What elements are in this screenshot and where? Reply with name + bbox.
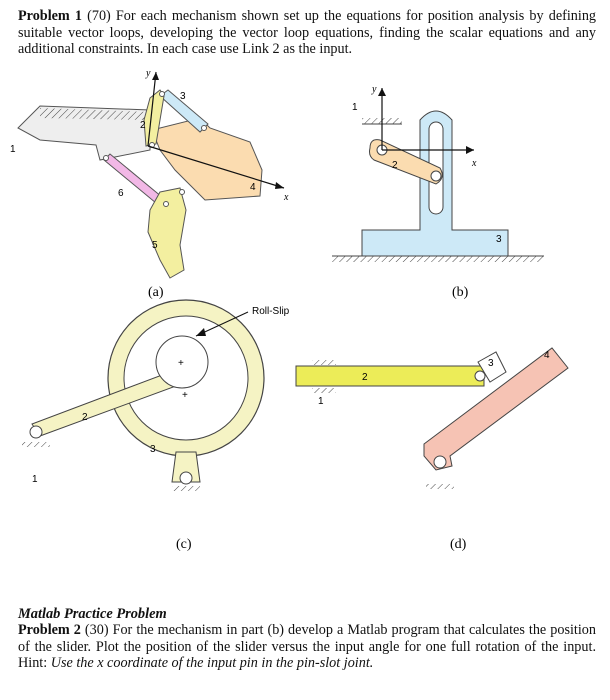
caption-c: (c) [176, 537, 192, 552]
ground-link-a [17, 105, 151, 161]
problem-2-label: Problem 2 [18, 622, 81, 638]
problem-1-label: Problem 1 [18, 8, 82, 24]
problem-1-points: (70) [87, 8, 111, 24]
link-2-label-b: 2 [392, 160, 398, 171]
link-4-label-d: 4 [544, 350, 550, 361]
roll-slip-note: Roll-Slip [252, 306, 290, 317]
matlab-heading: Matlab Practice Problem [18, 606, 167, 622]
link-5-label-a: 5 [152, 240, 158, 251]
pivot-mark-2: + [182, 390, 188, 401]
link-2-label-d: 2 [362, 372, 368, 383]
link-3-label-d: 3 [488, 358, 494, 369]
link-1-label-b: 1 [352, 102, 358, 113]
figure-c: Roll-Slip + + 1 2 3 (c) [22, 299, 290, 552]
axis-x-a [147, 145, 285, 189]
axis-y-label-b: y [371, 84, 377, 95]
caption-b: (b) [452, 285, 469, 300]
figure-b: y x 1 2 3 (b) [332, 84, 544, 300]
problem-2-statement: Problem 2 (30) For the mechanism in part… [18, 622, 596, 672]
problem-1-text: For each mechanism shown set up the equa… [18, 8, 597, 58]
link-4-label-a: 4 [250, 182, 256, 193]
pivot-mark-1: + [178, 358, 184, 369]
link-1-label-a: 1 [10, 144, 16, 155]
caption-a: (a) [148, 285, 164, 300]
link-2-crank [369, 139, 443, 185]
link-2-disc [155, 335, 209, 389]
link-2-label-c: 2 [82, 412, 88, 423]
axis-y-a [147, 71, 157, 147]
figure-a: y x 1 2 3 4 5 6 (a) [10, 68, 289, 300]
problem-1-statement: Problem 1 (70) For each mechanism shown … [18, 8, 596, 58]
hint-text: Use the x coordinate of the input pin in… [50, 655, 374, 672]
link-3-label-b: 3 [496, 234, 502, 245]
link-6-label-a: 6 [118, 188, 124, 199]
link-3 [159, 89, 209, 133]
axis-x-label-b: x [471, 158, 477, 169]
figure-d: 1 2 3 4 (d) [295, 347, 569, 552]
hint-label: Hint: [18, 655, 48, 672]
axis-x-label-a: x [283, 192, 289, 203]
link-4-arm [423, 347, 569, 471]
link-3-block [477, 351, 507, 383]
link-5 [147, 187, 187, 279]
link-2-slider [295, 365, 485, 387]
link-2-label-a: 2 [140, 120, 146, 131]
link-4-bucket [151, 117, 263, 201]
link-1-label-c: 1 [32, 474, 38, 485]
link-3-label-c: 3 [150, 444, 156, 455]
link-3-label-a: 3 [180, 91, 186, 102]
problem-2-text: For the mechanism in part (b) develop a … [18, 622, 596, 655]
problem-2-points: (30) [84, 622, 109, 638]
link-1-label-d: 1 [318, 396, 324, 407]
caption-d: (d) [450, 537, 467, 552]
axis-y-label-a: y [145, 68, 151, 79]
